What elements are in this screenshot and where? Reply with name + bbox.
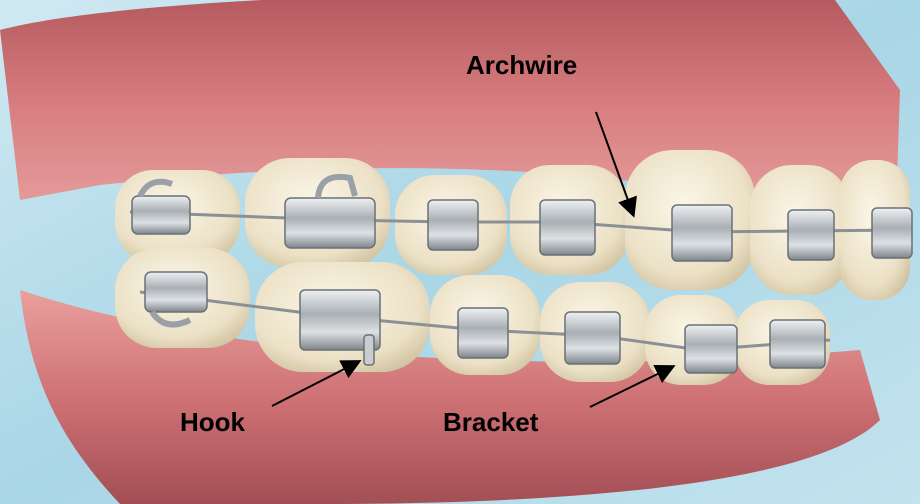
bracket-label: Bracket [443, 409, 538, 435]
hook-label: Hook [180, 409, 245, 435]
hook-post [364, 335, 374, 365]
archwire-label: Archwire [466, 52, 577, 78]
